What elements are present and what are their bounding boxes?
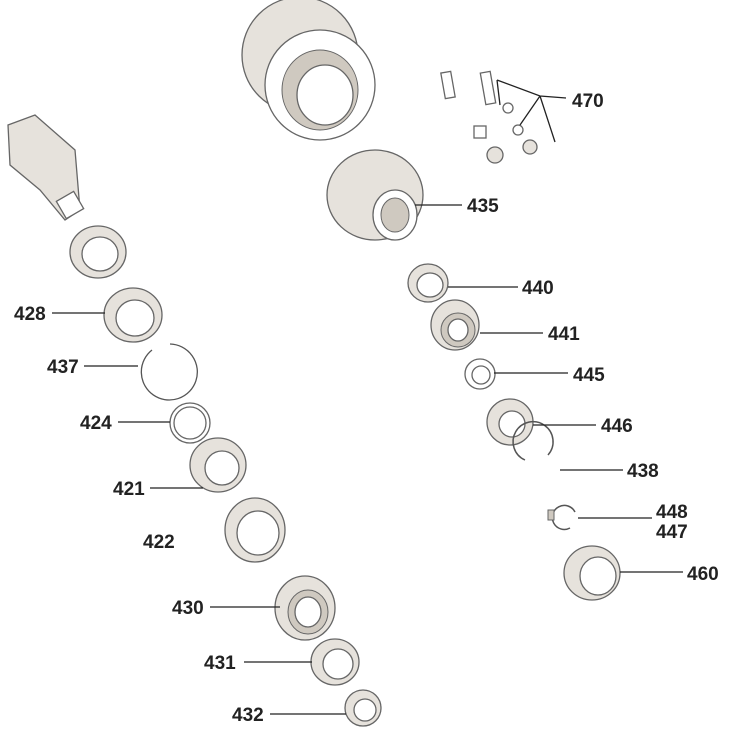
part-421-cup [189, 437, 247, 493]
label-435: 435 [467, 196, 499, 217]
label-445: 445 [573, 365, 605, 386]
part-440-seal [407, 263, 449, 303]
wheel-hub [326, 149, 424, 241]
tone-ring [69, 225, 127, 279]
part-445-washer [464, 358, 496, 390]
label-440: 440 [522, 278, 554, 299]
label-438: 438 [627, 461, 659, 482]
label-460: 460 [687, 564, 719, 585]
label-446: 446 [601, 416, 633, 437]
label-430: 430 [172, 598, 204, 619]
label-428: 428 [14, 304, 46, 325]
part-448-447-clip [547, 504, 576, 531]
part-438-snap-ring [512, 420, 554, 461]
label-424: 424 [80, 413, 112, 434]
label-431: 431 [204, 653, 236, 674]
label-447: 447 [656, 522, 688, 543]
part-441-bearing [430, 299, 480, 351]
part-460-hubcap [563, 545, 621, 601]
axle-spindle [7, 114, 85, 221]
part-432-spacer [344, 689, 382, 727]
part-422-bearing [224, 497, 286, 563]
label-437: 437 [47, 357, 79, 378]
label-448: 448 [656, 502, 688, 523]
part-428-seal [103, 287, 163, 343]
part-430-bearing [274, 575, 336, 641]
part-431-cup [310, 638, 360, 686]
label-421: 421 [113, 479, 145, 500]
label-470: 470 [572, 91, 604, 112]
bolts-and-nuts [440, 70, 538, 164]
brake-drum [241, 0, 376, 141]
label-441: 441 [548, 324, 580, 345]
part-437-snap-ring [140, 343, 198, 401]
part-446-nut [486, 398, 534, 446]
label-432: 432 [232, 705, 264, 726]
leader-lines [52, 79, 683, 715]
part-424-ring [169, 402, 211, 444]
label-422: 422 [143, 532, 175, 553]
